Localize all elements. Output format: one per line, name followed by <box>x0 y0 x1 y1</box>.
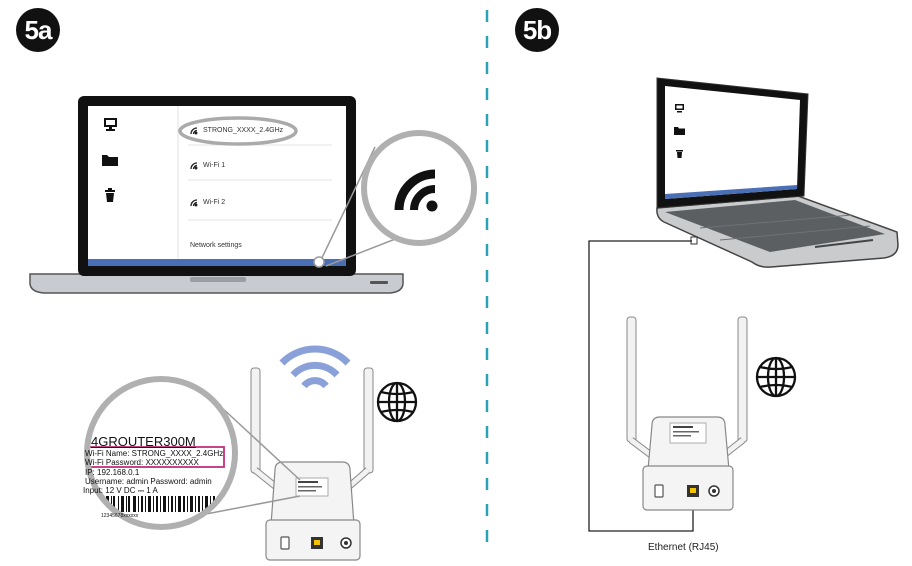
network-highlight <box>178 116 298 146</box>
wifi-signal-icon <box>279 345 351 389</box>
network-name: Wi-Fi 1 <box>203 162 226 169</box>
ethernet-label: Ethernet (RJ45) <box>648 542 719 553</box>
router-5b <box>626 316 748 511</box>
login-credentials: Username: admin Password: admin <box>85 477 212 486</box>
wifi-icon <box>190 127 198 135</box>
network-item-strong: STRONG_XXXX_2.4GHz <box>203 127 283 134</box>
globe-icon <box>755 356 797 398</box>
globe-icon <box>376 381 418 423</box>
folder-icon <box>674 127 685 135</box>
wifi-zoom-callout <box>313 130 477 268</box>
serial-number: 12345678xxxxxx <box>101 513 139 519</box>
ip-address: IP: 192.168.0.1 <box>85 468 140 477</box>
computer-icon <box>104 118 117 131</box>
step-badge-5a: 5a <box>16 8 60 52</box>
network-item-wifi-2: Wi-Fi 2 <box>203 199 225 206</box>
wifi-credentials-highlight <box>87 446 225 468</box>
label-zoom-callout <box>84 376 301 530</box>
network-name: STRONG_XXXX_2.4GHz <box>203 127 284 134</box>
wifi-password: Wi-Fi Password: XXXXXXXXXX <box>85 458 199 467</box>
power-input: Input: 12 V DC ⎓ 1 A <box>83 486 158 495</box>
network-settings-link: Network settings <box>190 242 242 249</box>
router-5a <box>250 367 374 561</box>
wifi-icon <box>190 162 198 170</box>
step-badge-5b: 5b <box>515 8 559 52</box>
trash-icon <box>105 188 115 202</box>
trash-icon <box>676 150 683 158</box>
folder-icon <box>102 155 118 166</box>
taskbar <box>88 259 346 266</box>
computer-icon <box>675 104 684 113</box>
laptop-5a <box>29 96 404 294</box>
wifi-name: Wi-Fi Name: STRONG_XXXX_2.4GHz <box>85 449 224 458</box>
router-model: 4GROUTER300M <box>91 434 196 449</box>
laptop-5b <box>656 77 899 268</box>
network-item-wifi-1: Wi-Fi 1 <box>203 162 225 169</box>
network-name: Wi-Fi 2 <box>203 199 226 206</box>
router-label: 4GROUTER300M Wi-Fi Name: STRONG_XXXX_2.4… <box>83 379 235 527</box>
ethernet-cable <box>588 240 694 532</box>
wifi-icon <box>190 199 198 207</box>
